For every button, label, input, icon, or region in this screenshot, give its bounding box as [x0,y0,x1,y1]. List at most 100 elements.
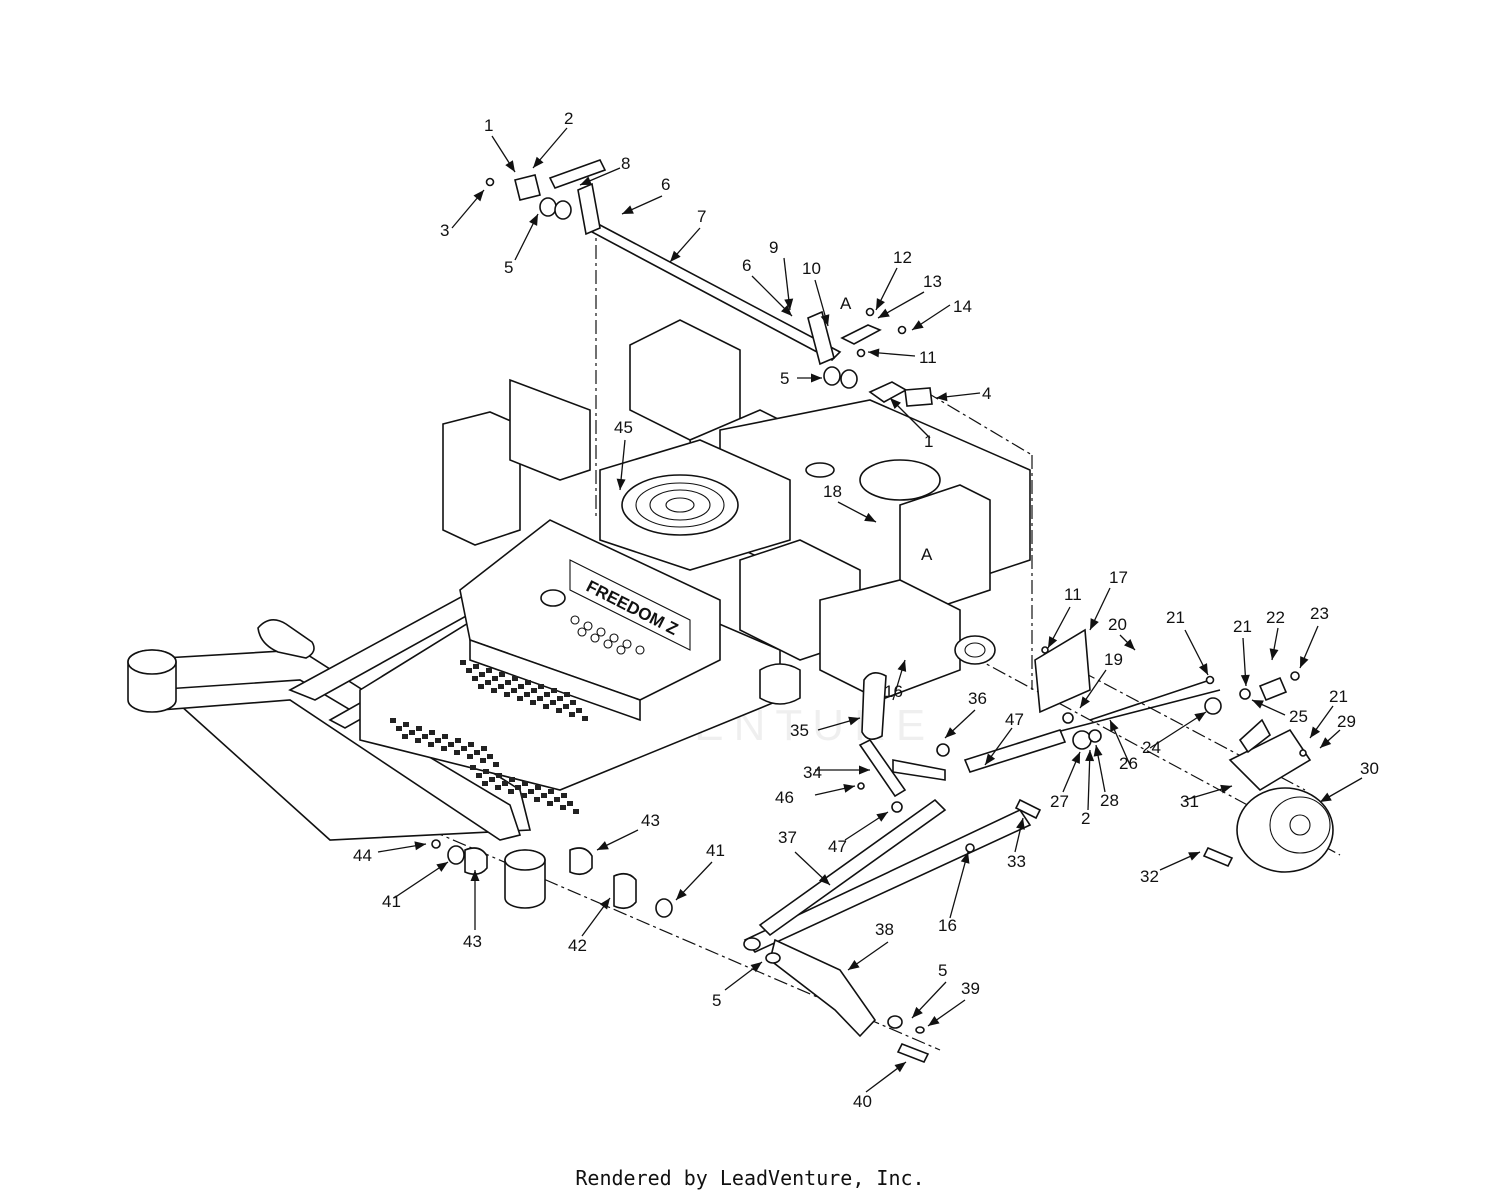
grille-hole [554,797,560,802]
callout-2b: 2 [1081,809,1090,828]
grille-hole [492,676,498,681]
grille-hole [493,762,499,767]
callout-45: 45 [614,418,633,437]
callout-16: 16 [884,682,903,701]
leader-arrowhead [1016,818,1025,830]
callout-11: 11 [919,348,937,367]
leader-arrowhead [820,314,830,326]
callout-38: 38 [875,920,894,939]
callout-4: 4 [982,384,991,403]
leader-arrowhead [843,784,855,793]
grille-hole [524,692,530,697]
callout-28: 28 [1100,791,1119,810]
leader-arrowhead [960,852,970,864]
grille-hole [508,789,514,794]
grille-hole [455,738,461,743]
callout-18: 18 [823,482,842,501]
grille-hole [530,700,536,705]
leader-arrowhead [811,373,822,383]
callout-26: 26 [1119,754,1138,773]
leader-line [1149,711,1207,749]
grille-hole [525,680,531,685]
callout-47a: 47 [1005,710,1024,729]
grille-hole [415,738,421,743]
grille-hole [547,801,553,806]
lower-hardware [431,839,673,918]
callout-27: 27 [1050,792,1069,811]
grille-hole [502,781,508,786]
leader-arrowhead [1085,750,1095,762]
callout-1: 1 [484,116,493,135]
callout-22: 22 [1266,608,1285,627]
leader-arrowhead [1320,792,1332,802]
reference-letter-a-frame: A [921,545,933,564]
leader-arrowhead [928,1015,940,1026]
grille-hole [403,722,409,727]
leader-arrowhead [616,478,626,490]
callout-30: 30 [1360,759,1379,778]
pedal-linkage [743,672,1067,1064]
grille-hole [521,793,527,798]
leader-arrowhead [945,727,957,738]
leader-arrowhead [876,298,885,310]
grille-hole [576,708,582,713]
grille-hole [498,684,504,689]
leader-arrowhead [750,962,762,973]
leader-arrowhead [985,753,996,765]
grille-hole [468,742,474,747]
leader-arrowhead [1093,745,1103,757]
callout-41a: 41 [706,841,725,860]
grille-hole [548,789,554,794]
leader-arrowhead [1194,712,1206,722]
callout-33: 33 [1007,852,1026,871]
callout-34: 34 [803,763,822,782]
callout-31: 31 [1180,792,1199,811]
grille-hole [518,684,524,689]
grille-hole [557,696,563,701]
grille-hole [512,676,518,681]
grille-hole [496,773,502,778]
grille-hole [485,680,491,685]
grille-hole [429,730,435,735]
grille-hole [441,746,447,751]
callout-7: 7 [697,207,706,226]
grille-hole [476,773,482,778]
grille-hole [534,797,540,802]
grille-hole [504,692,510,697]
grille-hole [472,676,478,681]
leader-arrowhead [1110,720,1119,732]
grille-hole [509,777,515,782]
leader-arrowhead [436,862,448,872]
callout-16b: 16 [938,916,957,935]
grille-hole [561,793,567,798]
grille-hole [470,765,476,770]
callout-36: 36 [968,689,987,708]
grille-hole [551,688,557,693]
callout-42: 42 [568,936,587,955]
callout-5: 5 [504,258,513,277]
callout-21a: 21 [1166,608,1185,627]
grille-hole [489,777,495,782]
leader-arrowhead [878,308,890,318]
callout-21b: 21 [1233,617,1252,636]
callout-10: 10 [802,259,821,278]
grille-hole [499,672,505,677]
grille-hole [396,726,402,731]
brake-assembly [1034,628,1334,873]
leader-arrowhead [414,841,426,851]
leader-arrowhead [505,160,515,172]
grille-hole [461,746,467,751]
leader-arrowhead [859,765,870,775]
grille-hole [528,789,534,794]
leader-arrowhead [1220,784,1232,794]
callout-39: 39 [961,979,980,998]
leader-arrowhead [868,348,880,358]
leader-arrowhead [1252,700,1264,709]
leader-arrowhead [897,660,907,672]
grille-hole [409,730,415,735]
grille-hole [522,781,528,786]
grille-hole [483,769,489,774]
grille-hole [531,688,537,693]
grille-hole [511,688,517,693]
